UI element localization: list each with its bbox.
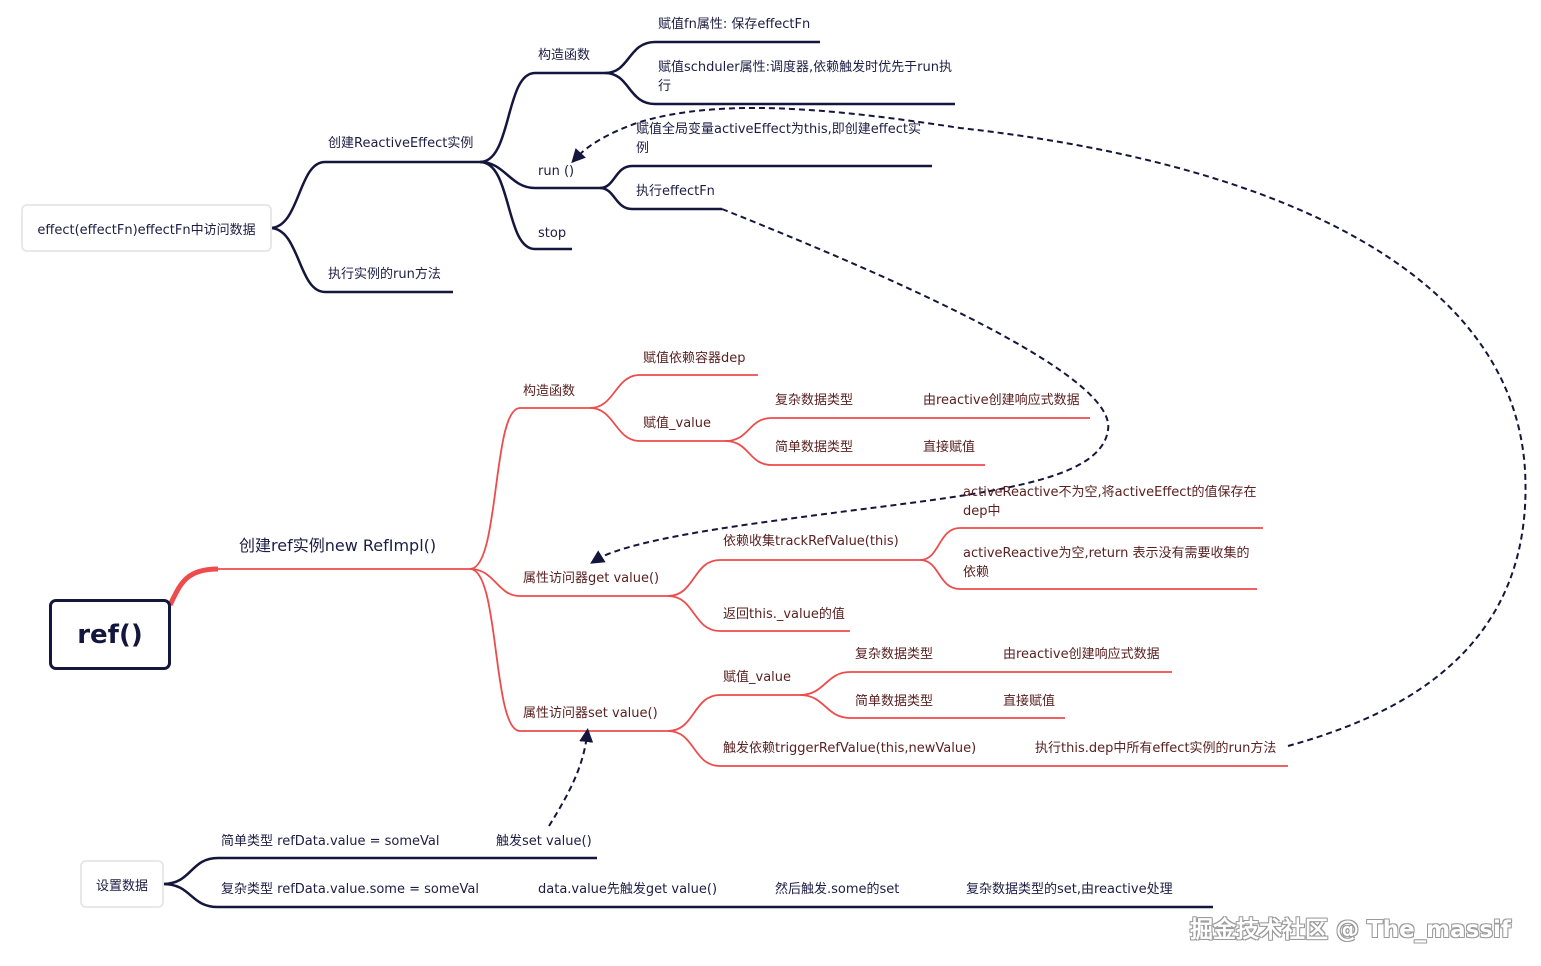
link-constructor-value	[589, 407, 725, 442]
node-complex-type[interactable]: 复杂数据类型	[775, 393, 854, 408]
node-direct-assign[interactable]: 直接赋值	[923, 440, 976, 455]
link-constructor-fn	[604, 40, 820, 75]
node-then-set[interactable]: 然后触发.some的set	[775, 882, 900, 897]
link-createref-getter	[469, 568, 668, 597]
node-create-reactive-effect[interactable]: 创建ReactiveEffect实例	[328, 136, 474, 151]
watermark: 掘金技术社区 @ The_massif	[1190, 917, 1511, 943]
node-set-assign-value[interactable]: 赋值_value	[723, 670, 792, 685]
link-getter-track	[667, 559, 920, 597]
node-set-complex-type[interactable]: 复杂数据类型	[855, 647, 934, 662]
ref-root-node[interactable]: ref()	[49, 599, 171, 670]
node-effect-constructor[interactable]: 构造函数	[538, 48, 591, 63]
link-constructor-scheduler	[604, 71, 955, 106]
node-return-value[interactable]: 返回this._value的值	[723, 607, 845, 622]
node-active-not-empty[interactable]: activeReactive不为空,将activeEffect的值保存在dep中	[963, 485, 1257, 519]
link-track-empty	[919, 559, 1257, 590]
node-simple-assign[interactable]: 简单类型 refData.value = someVal	[221, 834, 440, 849]
node-getter[interactable]: 属性访问器get value()	[523, 571, 660, 586]
link-createref-setter	[469, 568, 668, 732]
node-simple-type[interactable]: 简单数据类型	[775, 440, 854, 455]
link-effect-exec-run	[269, 226, 453, 294]
effect-root-label: effect(effectFn)effectFn中访问数据	[37, 222, 256, 238]
node-assign-value[interactable]: 赋值_value	[643, 416, 712, 431]
node-trigger-set[interactable]: 触发set value()	[496, 834, 592, 849]
node-assign-dep[interactable]: 赋值依赖容器dep	[643, 351, 746, 366]
node-run[interactable]: run ()	[538, 164, 575, 179]
setdata-root-label: 设置数据	[95, 878, 148, 894]
dashed-trigger-to-run	[571, 106, 1527, 747]
link-value-complex	[724, 417, 1090, 442]
link-setdata-simple	[162, 856, 597, 886]
link-run-exec	[599, 186, 722, 211]
node-track-ref-value[interactable]: 依赖收集trackRefValue(this)	[723, 534, 899, 549]
node-exec-effectfn[interactable]: 执行effectFn	[636, 184, 715, 199]
link-run-active	[599, 164, 932, 190]
node-ref-constructor[interactable]: 构造函数	[523, 384, 576, 399]
node-assign-scheduler[interactable]: 赋值schduler属性:调度器,依赖触发时优先于run执行	[658, 60, 952, 94]
node-stop[interactable]: stop	[538, 226, 567, 241]
link-setvalue-complex	[799, 671, 1172, 696]
node-complex-assign[interactable]: 复杂类型 refData.value.some = someVal	[221, 882, 479, 897]
node-set-direct-assign[interactable]: 直接赋值	[1003, 694, 1056, 709]
link-create-constructor	[479, 71, 605, 164]
link-setter-trigger	[667, 730, 1288, 767]
link-value-simple	[724, 440, 985, 466]
node-create-ref-instance[interactable]: 创建ref实例new RefImpl()	[239, 536, 437, 555]
link-getter-return	[667, 595, 850, 632]
effect-root-node[interactable]: effect(effectFn)effectFn中访问数据	[21, 204, 272, 252]
node-exec-instance-run[interactable]: 执行实例的run方法	[328, 267, 441, 282]
node-complex-set[interactable]: 复杂数据类型的set,由reactive处理	[966, 882, 1173, 897]
node-assign-fn[interactable]: 赋值fn属性: 保存effectFn	[658, 17, 811, 32]
dashed-set-to-setter	[548, 728, 594, 827]
link-setdata-complex	[162, 882, 1213, 909]
node-assign-active-effect[interactable]: 赋值全局变量activeEffect为this,即创建effect实例	[636, 122, 921, 156]
node-set-simple-type[interactable]: 简单数据类型	[855, 694, 934, 709]
node-first-get[interactable]: data.value先触发get value()	[538, 882, 718, 897]
link-create-stop	[479, 160, 572, 251]
link-setvalue-simple	[799, 694, 1065, 719]
link-track-notempty	[919, 527, 1263, 561]
link-setter-value	[667, 694, 800, 732]
dashed-exec-effectfn-to-getter	[590, 208, 1110, 564]
link-root-create-ref	[167, 566, 219, 607]
node-trigger-ref-value[interactable]: 触发依赖triggerRefValue(this,newValue)	[723, 741, 977, 756]
node-set-by-reactive[interactable]: 由reactive创建响应式数据	[1003, 647, 1160, 662]
node-active-empty[interactable]: activeReactive为空,return 表示没有需要收集的依赖	[963, 546, 1250, 580]
ref-root-label: ref()	[77, 619, 143, 650]
link-constructor-dep	[589, 374, 758, 409]
setdata-root-node[interactable]: 设置数据	[80, 860, 164, 908]
node-exec-dep-run[interactable]: 执行this.dep中所有effect实例的run方法	[1035, 741, 1277, 756]
link-effect-create	[269, 160, 480, 230]
link-createref-constructor	[469, 407, 590, 570]
node-by-reactive[interactable]: 由reactive创建响应式数据	[923, 393, 1080, 408]
node-setter[interactable]: 属性访问器set value()	[523, 706, 658, 721]
